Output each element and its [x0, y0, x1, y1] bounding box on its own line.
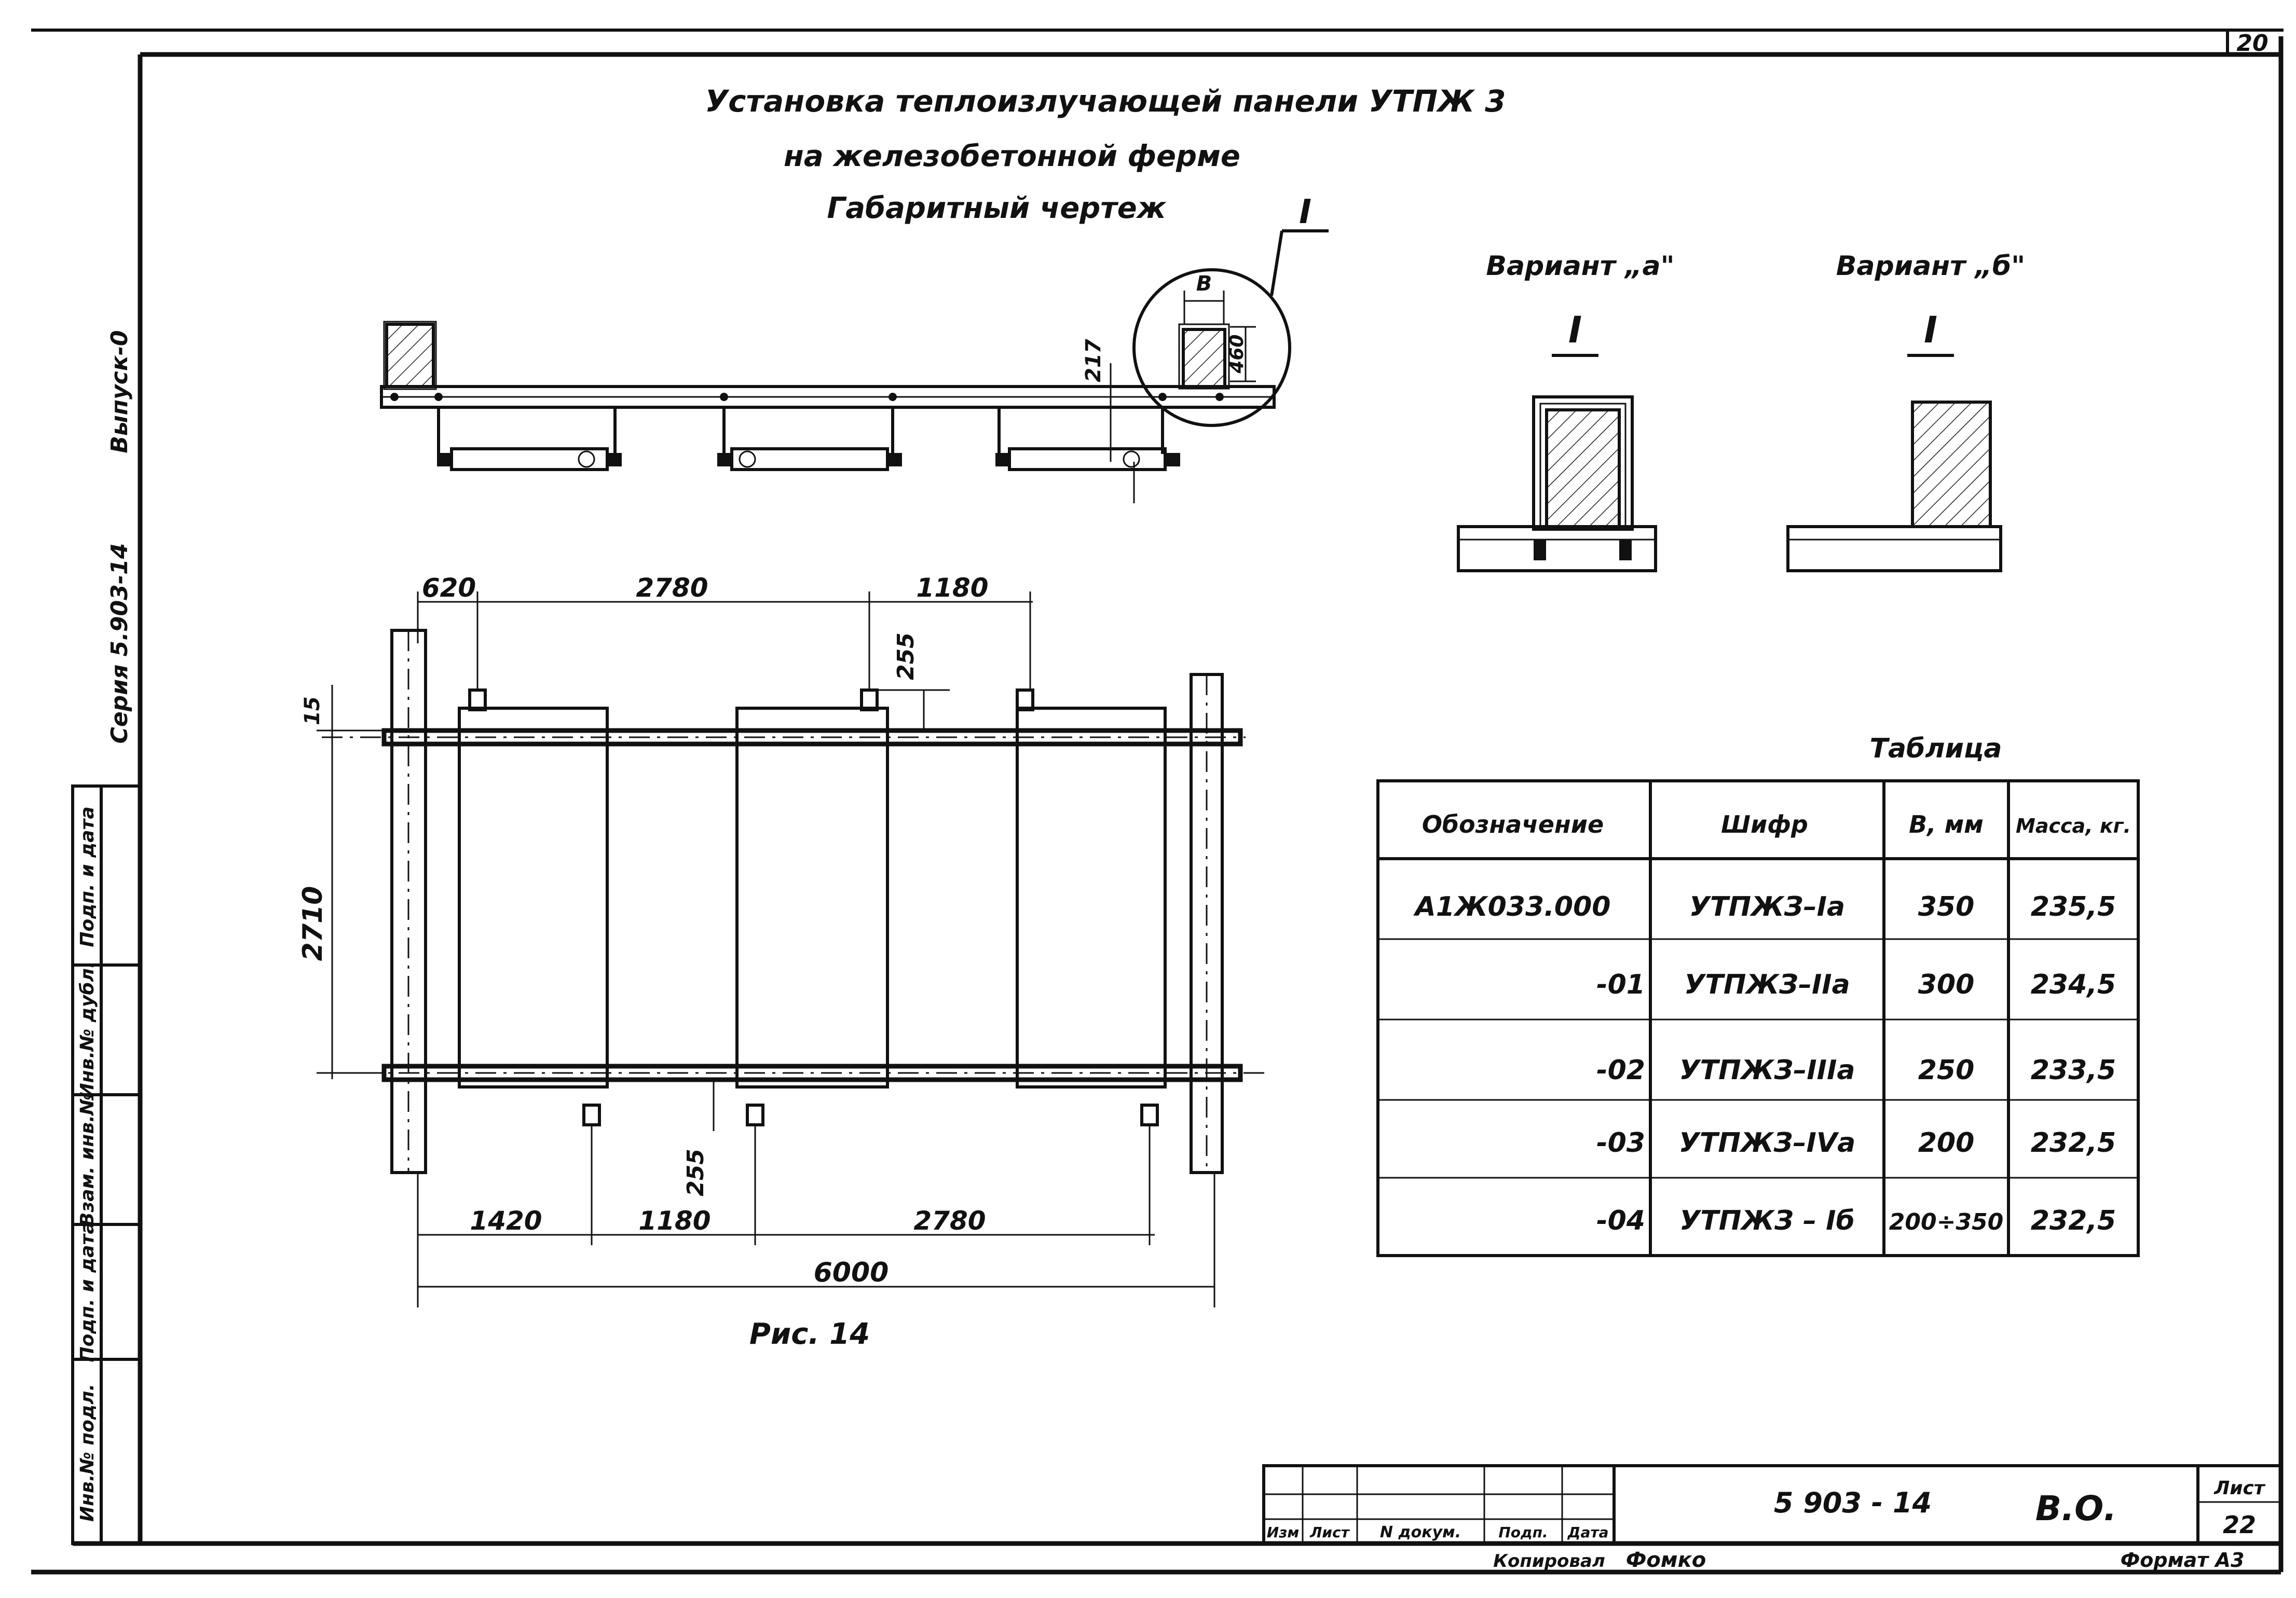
plan-dim-1420: 1420	[470, 1206, 542, 1236]
title-block-grid	[1262, 1464, 2283, 1545]
plan-dim-255-bottom: 255	[682, 1149, 709, 1196]
plan-dim-1180-bottom: 1180	[638, 1206, 710, 1236]
top-sheet-number: 20	[2236, 30, 2268, 57]
title-line-2: на железобетонной ферме	[784, 140, 1240, 173]
figure-caption: Рис. 14	[749, 1317, 870, 1351]
tb-stage: В.О.	[2035, 1489, 2117, 1528]
side-stamp: Подп. и дата Инв.№ дубл. Взам. инв.№ Под…	[71, 784, 142, 1545]
table-row-1-shifr: УТПЖЗ–Iа	[1689, 891, 1845, 922]
tb-copied-signature: Фомко	[1626, 1548, 1706, 1572]
table-row-2-massa: 234,5	[2031, 969, 2116, 1000]
tb-doc-code: 5 903 - 14	[1774, 1486, 1932, 1519]
plan-dim-15: 15	[300, 696, 324, 725]
plan-dim-255-top: 255	[893, 632, 919, 680]
plan-dim-2710: 2710	[297, 886, 329, 961]
plan-dim-6000: 6000	[814, 1257, 889, 1288]
tb-sheet-value: 22	[2223, 1511, 2256, 1539]
vypusk-label: Выпуск-0	[106, 330, 133, 453]
table-row-1-massa: 235,5	[2031, 891, 2116, 922]
detail-marker-top: I	[1299, 193, 1311, 231]
table-row-4-massa: 232,5	[2031, 1127, 2116, 1159]
dim-b-label: В	[1196, 272, 1212, 296]
plan-dim-2780-bottom: 2780	[913, 1206, 986, 1236]
side-field-5: Инв.№ подл.	[77, 1384, 98, 1522]
table-header-b: В, мм	[1909, 810, 1984, 838]
table-row-3-massa: 233,5	[2031, 1055, 2116, 1086]
side-field-1: Подп. и дата	[77, 806, 98, 947]
tb-header-podp: Подп.	[1498, 1524, 1548, 1541]
side-field-4: Подп. и дата	[77, 1221, 98, 1362]
table-row-3-shifr: УТПЖЗ–IIIа	[1679, 1055, 1855, 1086]
tb-header-ndokum: N докум.	[1380, 1523, 1461, 1541]
tb-sheet-label: Лист	[2213, 1478, 2265, 1499]
plan-dim-1180-top: 1180	[916, 573, 988, 603]
table-row-2-b: 300	[1918, 969, 1975, 1000]
table-header-massa: Масса, кг.	[2016, 815, 2131, 837]
spec-table-grid	[1376, 779, 2140, 1257]
side-field-2: Инв.№ дубл.	[77, 961, 98, 1098]
tb-copied-label: Копировал	[1493, 1551, 1605, 1572]
variant-b-sketch	[1786, 354, 2002, 572]
variant-a-label: Вариант „а"	[1486, 251, 1674, 282]
table-row-5-massa: 232,5	[2031, 1205, 2116, 1236]
table-row-3-b: 250	[1918, 1055, 1975, 1086]
variant-a-marker: I	[1568, 309, 1582, 351]
table-row-4-b: 200	[1918, 1127, 1975, 1159]
side-field-3: Взам. инв.№	[77, 1093, 98, 1227]
table-row-2-oboznachenie: -01	[1596, 969, 1645, 1000]
table-row-1-oboznachenie: А1Ж033.000	[1413, 891, 1611, 922]
elevation-view	[380, 229, 1329, 503]
tb-format: Формат А3	[2121, 1549, 2245, 1572]
table-row-5-oboznachenie: -04	[1596, 1205, 1645, 1236]
tb-header-data: Дата	[1567, 1524, 1609, 1541]
table-row-4-shifr: УТПЖЗ–IVа	[1679, 1127, 1855, 1159]
table-row-1-b: 350	[1918, 891, 1975, 922]
table-row-4-oboznachenie: -03	[1596, 1127, 1645, 1159]
tb-header-izm: Изм	[1267, 1524, 1300, 1541]
table-row-5-b: 200÷350	[1889, 1209, 2004, 1235]
plan-dim-620: 620	[422, 573, 476, 603]
table-header-shifr: Шифр	[1721, 810, 1808, 838]
seriya-label: Серия 5.903-14	[106, 543, 133, 744]
title-line-3: Габаритный чертеж	[827, 191, 1167, 225]
table-row-3-oboznachenie: -02	[1596, 1055, 1645, 1086]
variant-a-sketch	[1457, 354, 1657, 572]
table-row-5-shifr: УТПЖЗ – Iб	[1679, 1205, 1855, 1236]
variant-b-marker: I	[1924, 309, 1937, 351]
plan-dim-2780-top: 2780	[636, 573, 708, 603]
plan-view	[317, 591, 1266, 1307]
variant-b-label: Вариант „б"	[1836, 251, 2026, 282]
title-line-1: Установка теплоизлучающей панели УТПЖ 3	[705, 84, 1506, 119]
table-header-oboznachenie: Обозначение	[1422, 810, 1604, 838]
tb-header-list: Лист	[1309, 1524, 1350, 1541]
dim-460: 460	[1226, 334, 1248, 374]
table-row-2-shifr: УТПЖЗ–IIа	[1684, 969, 1850, 1000]
table-caption: Таблица	[1869, 733, 2002, 764]
dim-217: 217	[1082, 339, 1105, 382]
